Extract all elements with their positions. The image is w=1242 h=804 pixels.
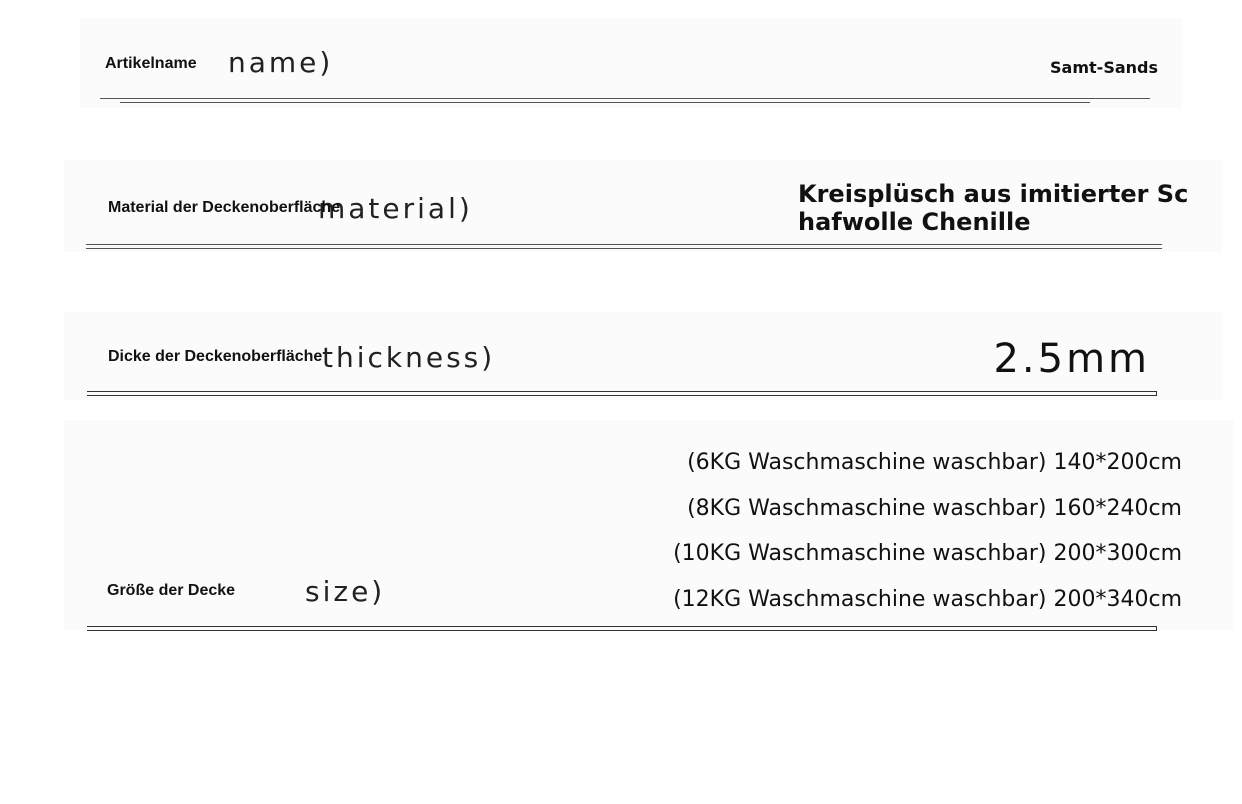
material-row-panel [64, 160, 1222, 252]
material-label: Material der Deckenoberfläche [108, 199, 341, 216]
name-label-en: name) [228, 46, 334, 79]
name-value: Samt-Sands [1050, 58, 1158, 77]
size-options-list: (6KG Waschmaschine waschbar) 140*200cm (… [673, 440, 1182, 622]
material-value-line-1: Kreisplüsch aus imitierter Sc [798, 180, 1189, 208]
thickness-value: 2.5mm [993, 336, 1150, 382]
size-label-en: size) [305, 575, 386, 608]
thickness-divider [87, 391, 1157, 396]
size-option: (6KG Waschmaschine waschbar) 140*200cm [687, 450, 1182, 475]
thickness-label-en: thickness) [322, 341, 496, 374]
material-divider [86, 244, 1162, 245]
size-row-panel [64, 420, 1234, 630]
material-value-line-2: hafwolle Chenille [798, 208, 1031, 236]
name-row-panel [80, 18, 1182, 108]
material-label-en: material) [318, 192, 473, 225]
name-label: Artikelname [105, 55, 197, 72]
material-value: Kreisplüsch aus imitierter Sc hafwolle C… [798, 180, 1188, 236]
name-divider [100, 98, 1150, 99]
thickness-row-panel [64, 312, 1222, 400]
size-option: (10KG Waschmaschine waschbar) 200*300cm [673, 541, 1182, 566]
size-label: Größe der Decke [107, 582, 236, 599]
name-divider-2 [120, 102, 1090, 103]
size-option: (8KG Waschmaschine waschbar) 160*240cm [687, 495, 1182, 521]
size-divider [87, 626, 1157, 631]
material-divider-2 [86, 248, 1162, 249]
thickness-label: Dicke der Deckenoberfläche [108, 348, 323, 365]
size-option: (12KG Waschmaschine waschbar) 200*340cm [673, 586, 1182, 612]
